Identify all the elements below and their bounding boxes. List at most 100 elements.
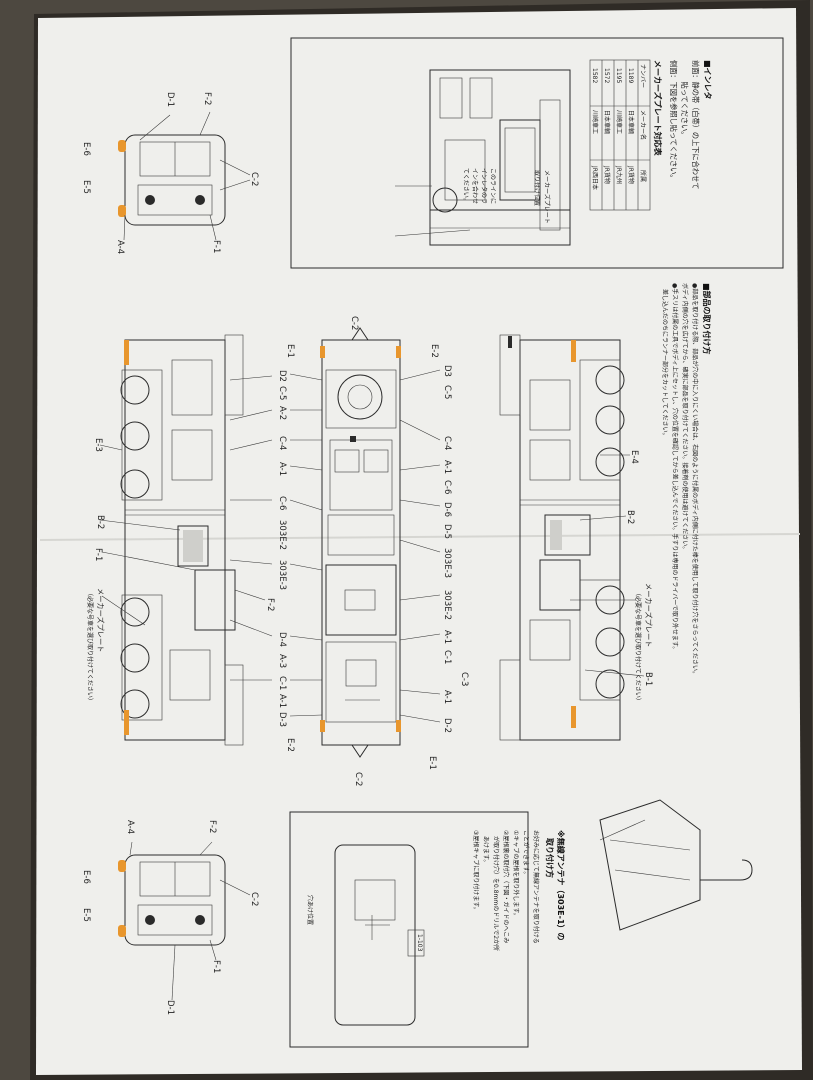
end-marker-orange xyxy=(396,720,401,732)
lamp-orange xyxy=(118,925,126,937)
parts-line-4: 差し込んだのちにランナー部分をカットしてください。 xyxy=(661,283,669,439)
front-view-upper: F-2 D-1 C-2 E-6 E-5 A-4 F-1 xyxy=(81,92,259,254)
inset-line-1: 前面：静の帯（白帯）の上下に合わせて xyxy=(691,60,700,189)
table-cell: JR九州 xyxy=(615,165,623,184)
label-b2-lower: B-2 xyxy=(95,515,105,529)
roof-label: D2 xyxy=(277,370,287,382)
roof-label: D3 xyxy=(442,365,452,377)
roof-label: A-1 xyxy=(442,630,452,644)
label-b1: B-1 xyxy=(643,672,653,686)
label-plate-sub-lower: （必要な号車を選び取り付けてください） xyxy=(86,590,94,704)
antenna-line-7: ③屋根キャブに取り付けます。 xyxy=(472,830,480,913)
end-marker-orange xyxy=(320,720,325,732)
plate-note-2: 取り付け位置 xyxy=(533,170,541,206)
lamp-orange xyxy=(118,205,126,217)
front-label: C-2 xyxy=(249,172,259,186)
antenna-caption: 穴あけ位置 xyxy=(306,895,314,925)
align-note-2: インレタのラ xyxy=(480,168,488,204)
front-label: A-4 xyxy=(115,240,125,254)
roof-label: E-2 xyxy=(285,738,295,752)
label-c2-bottom: C-2 xyxy=(353,772,363,786)
label-c2-top: C-2 xyxy=(349,316,359,330)
align-note-3: インを合わせ xyxy=(471,168,479,204)
roof-label: E-2 xyxy=(429,344,439,358)
antenna-line-6: あけます。 xyxy=(482,830,489,865)
plate-note-1: メーカーズプレート xyxy=(543,170,551,224)
parts-line-2: ボディ内側の穴を広げてから、確実に部品を取り付けてください。接着剤の使用は避けて… xyxy=(681,283,689,552)
parts-title: ■部品の取り付け方 xyxy=(702,283,712,355)
roof-label: C-3 xyxy=(459,672,469,686)
lamp-orange xyxy=(118,860,126,872)
roof-label: C-5 xyxy=(442,385,452,399)
roof-label: A-1 xyxy=(442,690,452,704)
roof-label: D-3 xyxy=(277,712,287,727)
roof-label: D-2 xyxy=(442,718,452,733)
roof-label: E-1 xyxy=(285,344,295,358)
table-cell: 1572 xyxy=(603,68,610,83)
side-view-lower: E-3 B-2 F-1 F-2 メーカーズプレート （必要な号車を選び取り付けて… xyxy=(86,334,275,746)
handrail-orange xyxy=(571,706,576,728)
roof-label: C-1 xyxy=(442,650,452,664)
roof-label: A-1 xyxy=(277,694,287,708)
antenna-line-5: が取り付け穴）を0.8mmのドリルで2か所 xyxy=(492,830,500,951)
table-header-maker: メーカー名 xyxy=(639,110,647,140)
roof-label: E-1 xyxy=(427,756,437,770)
front-label: D-1 xyxy=(165,1000,175,1015)
parts-line-3: ●手スリは付属の工具でボディ上にセットし、穴の位置を確認してから差し込んでくださ… xyxy=(671,283,679,652)
table-cell: 川崎車工 xyxy=(591,110,599,134)
front-label: E-5 xyxy=(81,180,91,194)
front-label: F-1 xyxy=(211,240,221,253)
front-label: E-5 xyxy=(81,908,91,922)
plate-table-title: メーカーズプレート対応表 xyxy=(653,60,663,157)
roof-label: C-5 xyxy=(277,386,287,400)
table-cell: 1195 xyxy=(615,68,622,83)
inset-loco-detail xyxy=(394,69,571,246)
table-cell: JR貨物 xyxy=(627,165,635,184)
end-marker-orange xyxy=(396,346,401,358)
label-maker-plate-lower: メーカーズプレート xyxy=(96,588,105,652)
roof-label: 303E-2 xyxy=(277,520,287,550)
label-f1-lower: F-1 xyxy=(93,548,103,561)
front-label: F-2 xyxy=(202,92,212,105)
roof-label: C-4 xyxy=(442,436,452,450)
label-plate-sub-upper: （必要な号車を選び取り付けてください） xyxy=(634,590,642,704)
antenna-line-3: ①キャブの屋根を取り外します。 xyxy=(512,830,520,919)
roof-label: 303E-2 xyxy=(442,590,452,620)
label-e4: E-4 xyxy=(629,450,639,464)
table-cell: 1582 xyxy=(591,68,598,83)
table-cell: JR西日本 xyxy=(591,165,599,190)
antenna-line-4: ②屋根裏の取付穴（下図・ガイドのへこみ xyxy=(502,830,510,943)
paper-sheet xyxy=(36,8,802,1075)
label-maker-plate-upper: メーカーズプレート xyxy=(644,583,653,647)
table-cell: 川崎車工 xyxy=(615,110,623,134)
antenna-title-2: 取り付け方 xyxy=(545,830,555,878)
table-cell: 日本車輌 xyxy=(627,110,635,134)
roof-label: A-2 xyxy=(277,406,287,420)
front-label: C-2 xyxy=(249,892,259,906)
roof-label: C-6 xyxy=(277,496,287,510)
table-cell: 日本車輌 xyxy=(603,110,611,134)
table-cell: 1189 xyxy=(627,68,634,83)
roof-label: A-1 xyxy=(277,462,287,476)
inlettering-panel: ■インレタ 前面：静の帯（白帯）の上下に合わせて 貼ってください。 側面：下図を… xyxy=(290,37,784,269)
inset-line-2: 貼ってください。 xyxy=(680,60,689,139)
roof-label: C-4 xyxy=(277,436,287,450)
roof-label: C-1 xyxy=(277,676,287,690)
handrail-orange xyxy=(571,340,576,362)
lamp-orange xyxy=(118,140,126,152)
front-label: D-1 xyxy=(165,92,175,107)
roof-label: C-6 xyxy=(442,480,452,494)
roof-label: A-3 xyxy=(277,654,287,668)
handrail-orange xyxy=(124,710,129,735)
align-note-1: このラインに xyxy=(489,168,496,204)
table-header-number: ナンバー xyxy=(639,64,646,88)
roof-labels-lower: E-1 D2 C-5 A-2 C-4 A-1 C-6 303E-2 303E-3… xyxy=(277,344,295,752)
front-label: F-2 xyxy=(207,820,217,833)
antenna-line-1: お好みに応じて無線アンテナを取り付ける xyxy=(532,830,540,944)
table-header-owner: 所属 xyxy=(639,170,647,182)
tool-sketch xyxy=(599,799,753,931)
label-e3: E-3 xyxy=(93,438,103,452)
front-label: F-1 xyxy=(211,960,221,973)
antenna-title: ※無線アンテナ（303E-1）の xyxy=(556,830,566,941)
